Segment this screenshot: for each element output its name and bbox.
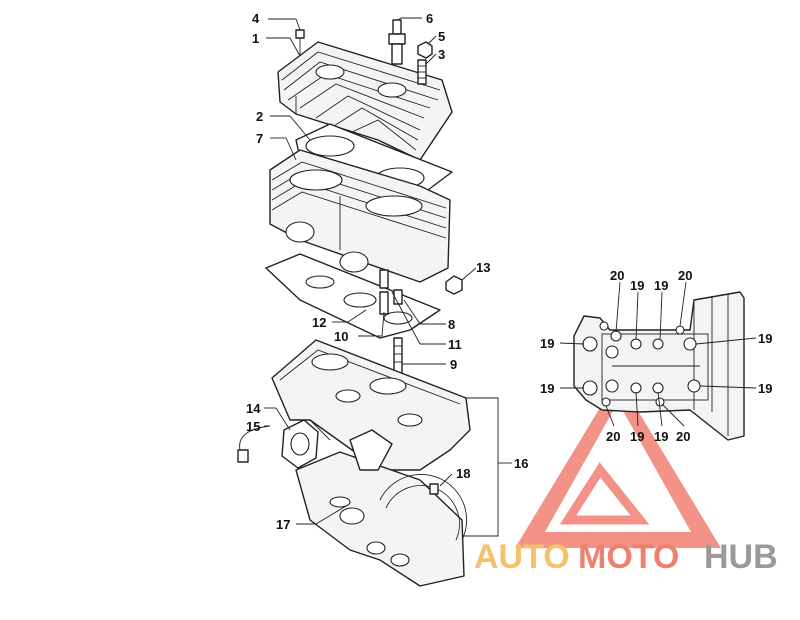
- watermark-logo: [515, 378, 721, 548]
- dowel-pin: [379, 269, 389, 315]
- callout-10: 10: [334, 329, 348, 344]
- callout-6: 6: [426, 11, 433, 26]
- inset-callout-19-right-top: 19: [758, 331, 772, 346]
- callout-12: 12: [312, 315, 326, 330]
- watermark-word-auto: AUTO: [474, 538, 570, 576]
- inset-callout-19-bottom-a: 19: [630, 429, 644, 444]
- spark-plug: [388, 19, 406, 65]
- callout-labels: 4 1 6 5 3 2 7 13 12 10 8 11 9 14 15 16 1…: [246, 11, 528, 532]
- drain-plug: [429, 483, 439, 495]
- inset-callout-20-bottom-right: 20: [676, 429, 690, 444]
- callout-13: 13: [476, 260, 490, 275]
- inset-callout-19-left-bottom: 19: [540, 381, 554, 396]
- head-nut: [417, 41, 433, 59]
- inset-callout-20-bottom-left: 20: [606, 429, 620, 444]
- callout-14: 14: [246, 401, 261, 416]
- upper-crankcase: [271, 339, 471, 471]
- callout-11: 11: [448, 337, 462, 352]
- callout-4: 4: [252, 11, 260, 26]
- crankcase-nut: [445, 275, 463, 295]
- callout-16: 16: [514, 456, 528, 471]
- inset-callout-19-top-a: 19: [630, 278, 644, 293]
- fitting: [237, 449, 249, 463]
- head-stud: [417, 59, 427, 85]
- callout-17: 17: [276, 517, 290, 532]
- callout-8: 8: [448, 317, 455, 332]
- callout-18: 18: [456, 466, 470, 481]
- bracket-line-16: [462, 397, 512, 537]
- watermark-inner-triangle: [559, 462, 650, 525]
- callout-3: 3: [438, 47, 445, 62]
- callout-2: 2: [256, 109, 263, 124]
- callout-15: 15: [246, 419, 260, 434]
- watermark-wordmark: AUTO MOTO HUB: [474, 538, 778, 576]
- inset-callout-20-top-left: 20: [610, 268, 624, 283]
- base-gasket: [265, 253, 441, 339]
- lower-crankcase: [295, 429, 468, 587]
- intake-flange: [281, 419, 319, 469]
- inset-callout-19-bottom-b: 19: [654, 429, 668, 444]
- leader-lines: [239, 17, 477, 525]
- callout-1: 1: [252, 31, 259, 46]
- callout-7: 7: [256, 131, 263, 146]
- watermark-word-hub: HUB: [704, 538, 778, 576]
- callout-9: 9: [450, 357, 457, 372]
- callout-5: 5: [438, 29, 445, 44]
- watermark-word-moto: MOTO: [578, 538, 679, 576]
- inset-callout-20-top-right: 20: [678, 268, 692, 283]
- inset-callout-19-right-bottom: 19: [758, 381, 772, 396]
- cylinder-head: [277, 41, 453, 161]
- inset-callout-19-left-top: 19: [540, 336, 554, 351]
- inset-callout-19-top-b: 19: [654, 278, 668, 293]
- cylinder-block: [269, 149, 451, 283]
- watermark-triangle: [515, 378, 721, 548]
- inset-bolt-pattern: 20 19 19 20 19 19 19 19 20 19 19 20: [540, 268, 772, 444]
